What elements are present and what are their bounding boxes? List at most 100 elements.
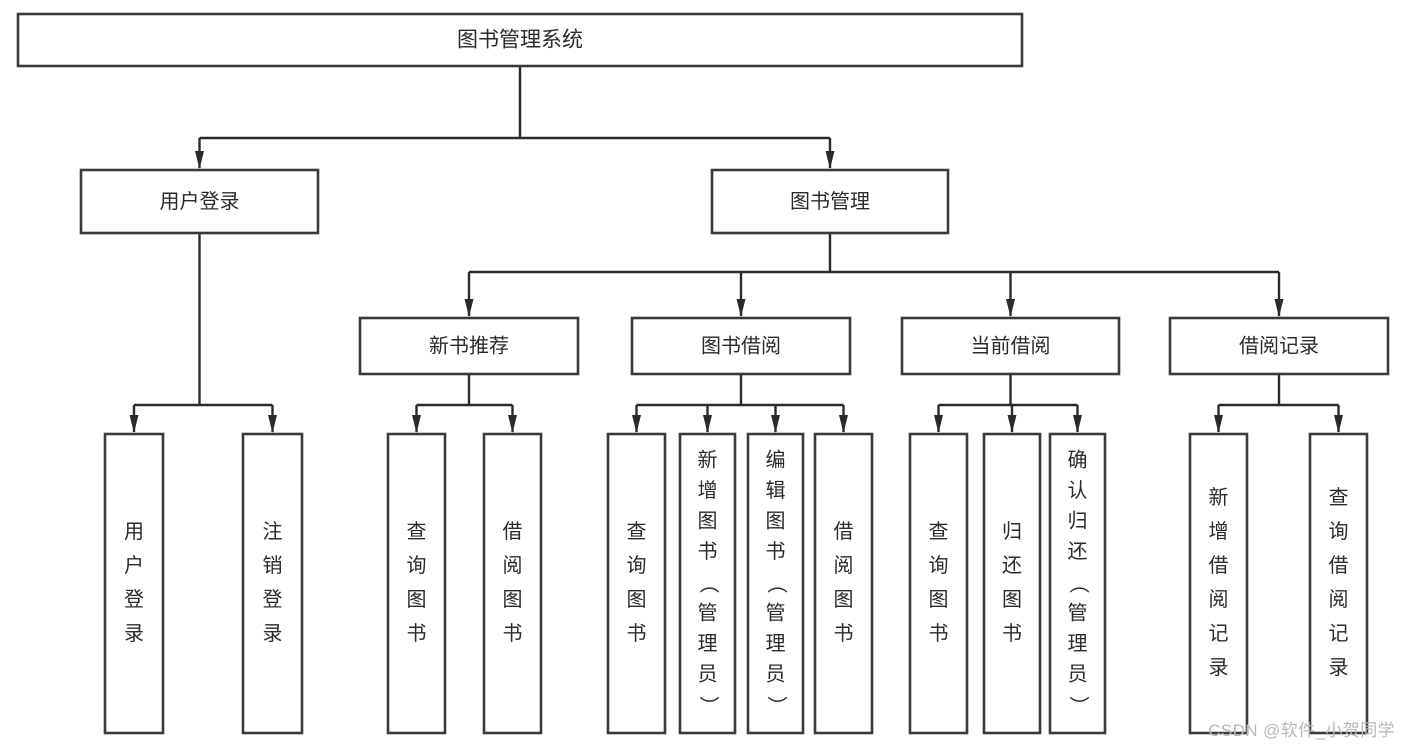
leaf-node-leaf-borrow-book-rec-char: 借 [503, 520, 523, 543]
node-new-book-recommend[interactable]: 新书推荐 [358, 316, 580, 376]
leaf-node-leaf-add-borrow-record-char: 借 [1209, 554, 1229, 577]
leaf-node-leaf-borrow-book-rec-char: 图 [503, 589, 523, 611]
node-user-login-rect [79, 168, 320, 235]
node-new-book-recommend-label: 新书推荐 [429, 334, 509, 357]
leaf-node-leaf-query-borrow-record-char: 询 [1329, 520, 1349, 543]
node-book-management-label: 图书管理 [790, 190, 870, 213]
leaf-node-leaf-query-book-cur-char: 询 [929, 554, 949, 577]
leaf-node-leaf-user-login-char: 户 [124, 554, 144, 577]
arrow-icon-to-book-management [825, 151, 835, 169]
leaf-node-leaf-query-borrow-record-char: 阅 [1329, 588, 1349, 611]
leaf-node-leaf-query-book-borrow-char: 查 [627, 520, 647, 543]
leaf-node-leaf-return-book-char: 图 [1002, 589, 1022, 611]
node-root-rect [16, 12, 1024, 68]
leaf-node-leaf-query-book-borrow-char: 书 [627, 622, 647, 645]
arrow-icon-to-leaf-return-book [1007, 415, 1017, 433]
leaf-node-leaf-edit-book-admin-char: 辑 [766, 479, 786, 502]
leaf-node-leaf-confirm-return-admin-char: 归 [1068, 510, 1088, 533]
leaf-node-leaf-borrow-book-rec-char: 书 [503, 622, 523, 645]
leaf-node-leaf-add-book-admin-char: 书 [698, 540, 718, 563]
leaf-node-leaf-borrow-book-char: 阅 [834, 554, 854, 577]
leaf-node-leaf-user-login[interactable]: 用户登录 [103, 432, 165, 735]
leaf-node-leaf-confirm-return-admin-char: （ [1067, 574, 1090, 594]
leaf-node-leaf-user-login-char: 录 [124, 623, 144, 645]
leaf-node-leaf-query-borrow-record-rect [1308, 432, 1369, 735]
leaf-node-leaf-borrow-book-rec-rect [482, 432, 543, 735]
leaf-node-leaf-query-book-rec-char: 查 [407, 520, 427, 543]
leaf-node-leaf-edit-book-admin-char: 书 [766, 540, 786, 563]
leaf-node-leaf-user-login-char: 用 [124, 521, 144, 543]
node-layer: 用户登录图书管理图书管理系统新书推荐图书借阅当前借阅借阅记录用户登录注销登录查询… [16, 12, 1390, 735]
leaf-node-leaf-query-book-rec-char: 询 [407, 554, 427, 577]
leaf-node-leaf-query-book-borrow-char: 询 [627, 554, 647, 577]
leaf-node-leaf-query-borrow-record-char: 借 [1329, 554, 1349, 577]
node-borrow-record-label: 借阅记录 [1239, 334, 1319, 357]
node-borrow-record[interactable]: 借阅记录 [1168, 316, 1390, 376]
leaf-node-leaf-return-book-char: 归 [1002, 520, 1022, 543]
leaf-node-leaf-query-book-rec-rect [386, 432, 447, 735]
leaf-node-leaf-confirm-return-admin-char: ） [1067, 696, 1090, 716]
connector-layer [129, 66, 1343, 433]
leaf-node-leaf-edit-book-admin-rect [746, 432, 805, 735]
leaf-node-leaf-borrow-book-char: 借 [834, 520, 854, 543]
arrow-icon-to-leaf-query-book-cur [934, 415, 943, 433]
leaf-node-leaf-query-borrow-record-char: 查 [1329, 486, 1349, 509]
leaf-node-leaf-add-book-admin-char: 图 [698, 511, 718, 533]
leaf-node-leaf-add-borrow-record-char: 增 [1209, 520, 1229, 543]
node-user-login[interactable]: 用户登录 [79, 168, 320, 235]
leaf-node-leaf-query-book-borrow-rect [606, 432, 667, 735]
arrow-icon-to-leaf-add-borrow-record [1214, 415, 1223, 433]
leaf-node-leaf-confirm-return-admin-char: 还 [1068, 540, 1088, 563]
node-borrow-record-rect [1168, 316, 1390, 376]
node-current-borrow[interactable]: 当前借阅 [900, 316, 1121, 376]
arrow-icon-to-current-borrow [1006, 299, 1015, 317]
leaf-node-leaf-add-borrow-record-char: 新 [1209, 486, 1229, 509]
node-new-book-recommend-rect [358, 316, 580, 376]
leaf-node-leaf-confirm-return-admin-char: 员 [1068, 663, 1088, 685]
arrow-icon-to-leaf-borrow-book [839, 415, 848, 433]
leaf-node-leaf-edit-book-admin-char: ） [765, 696, 788, 716]
leaf-node-leaf-user-login-rect [103, 432, 165, 735]
leaf-node-leaf-add-book-admin-char: （ [697, 574, 720, 594]
node-book-borrow[interactable]: 图书借阅 [630, 316, 852, 376]
leaf-node-leaf-add-book-admin-char: 管 [698, 601, 718, 624]
leaf-node-leaf-confirm-return-admin-char: 确 [1068, 449, 1088, 472]
node-current-borrow-label: 当前借阅 [971, 334, 1051, 357]
leaf-node-leaf-logout-char: 录 [263, 623, 283, 645]
leaf-node-leaf-borrow-book-rec-char: 阅 [503, 554, 523, 577]
node-book-borrow-rect [630, 316, 852, 376]
arrow-icon-to-leaf-borrow-book-rec [508, 415, 517, 433]
node-current-borrow-rect [900, 316, 1121, 376]
arrow-icon-to-leaf-user-login [129, 415, 139, 433]
leaf-node-leaf-confirm-return-admin-rect [1048, 432, 1107, 735]
leaf-node-leaf-edit-book-admin-char: 编 [766, 449, 786, 472]
leaf-node-leaf-add-borrow-record-char: 记 [1209, 622, 1229, 645]
leaf-node-leaf-borrow-book-char: 书 [834, 622, 854, 645]
arrow-icon-to-borrow-record [1274, 299, 1284, 317]
arrow-icon-to-leaf-edit-book-admin [771, 415, 780, 433]
node-user-login-label: 用户登录 [160, 190, 240, 213]
leaf-node-leaf-query-book-rec-char: 图 [407, 589, 427, 611]
leaf-node-leaf-query-borrow-record-char: 录 [1329, 657, 1349, 679]
node-root[interactable]: 图书管理系统 [16, 12, 1024, 68]
leaf-node-leaf-borrow-book-char: 图 [834, 589, 854, 611]
node-book-management[interactable]: 图书管理 [710, 168, 950, 235]
arrow-icon-to-leaf-logout [268, 415, 277, 433]
arrow-icon-to-leaf-query-book-rec [412, 415, 421, 433]
leaf-node-leaf-edit-book-admin-char: 图 [766, 511, 786, 533]
leaf-node-leaf-edit-book-admin-char: 理 [766, 633, 786, 655]
